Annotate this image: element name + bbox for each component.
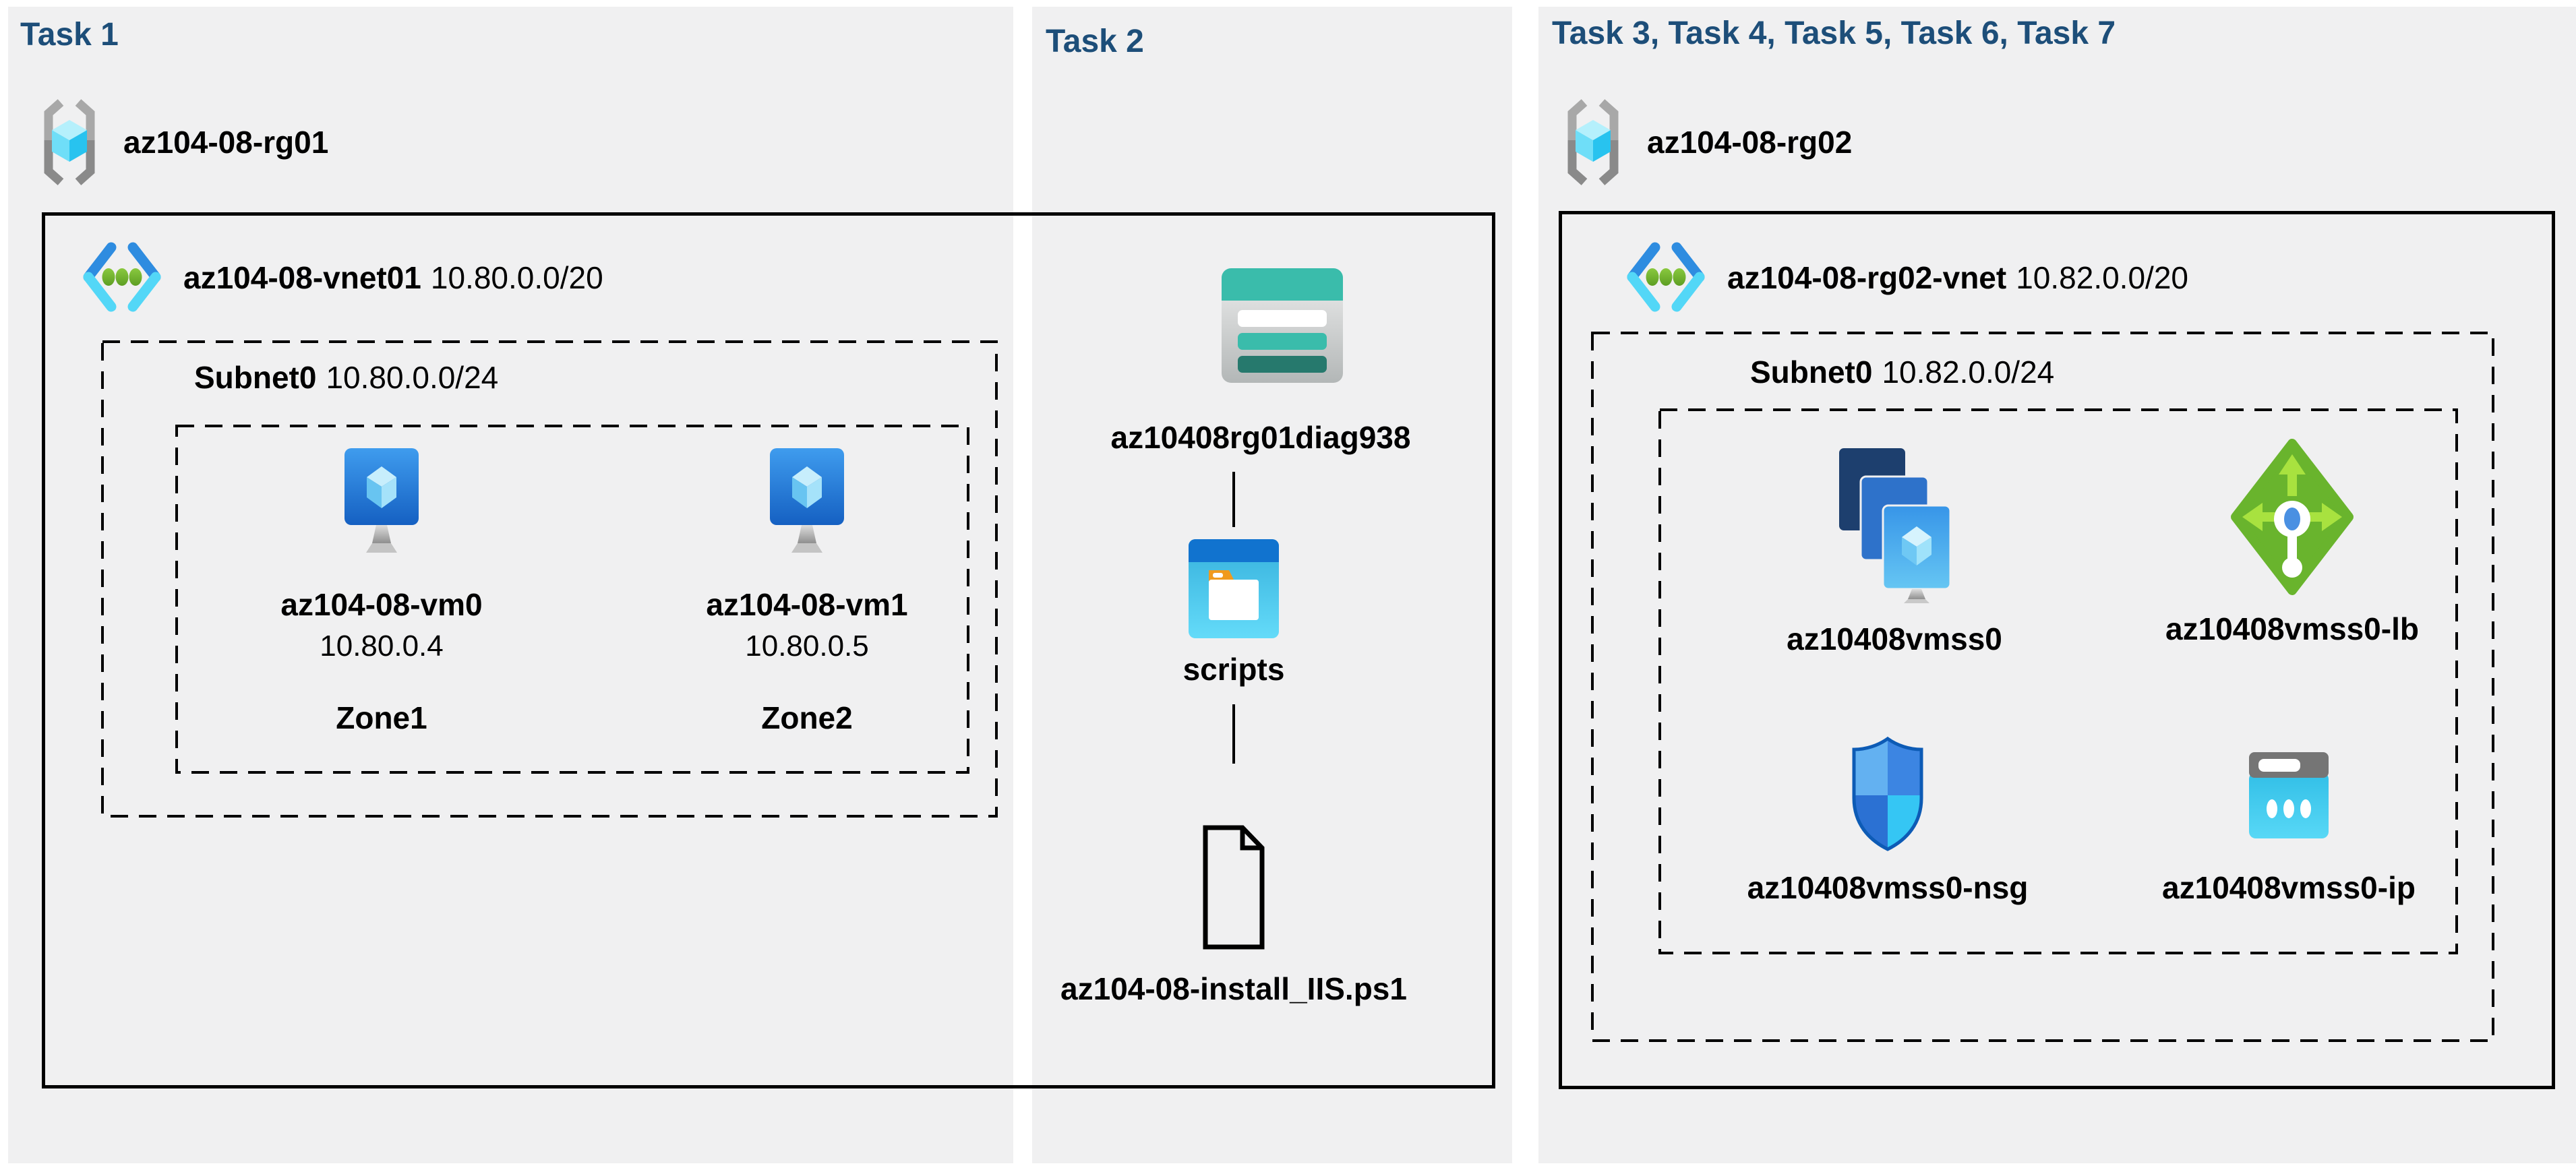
virtual-network-icon — [83, 242, 161, 312]
vnet01-boundary-box — [42, 212, 1495, 1088]
nsg-name: az10408vmss0-nsg — [1747, 870, 2029, 905]
vmss-name: az10408vmss0 — [1787, 621, 2002, 656]
vnet-cidr: 10.82.0.0/20 — [2016, 260, 2188, 295]
public-ip-item: az10408vmss0-ip — [2087, 752, 2491, 906]
vm-scale-set-icon — [1838, 447, 1951, 603]
vm-name: az104-08-vm1 — [706, 587, 908, 622]
load-balancer-name: az10408vmss0-lb — [2165, 611, 2419, 646]
network-security-group-icon — [1852, 736, 1923, 851]
connector-line — [1232, 472, 1235, 527]
resource-group-dashed-box — [1658, 408, 2458, 954]
nsg-item: az10408vmss0-nsg — [1685, 736, 2090, 906]
vnet-name: az104-08-vnet01 — [183, 260, 421, 295]
connector-line — [1232, 704, 1235, 764]
public-ip-name: az10408vmss0-ip — [2162, 870, 2416, 905]
panel-task-1 — [8, 7, 1013, 1163]
vm-item: az104-08-vm1 10.80.0.5 Zone2 — [652, 448, 962, 736]
vnet02-boundary-box — [1559, 211, 2555, 1089]
task-3-7-title: Task 3, Task 4, Task 5, Task 6, Task 7 — [1552, 16, 2116, 51]
subnet-label: Subnet0 10.80.0.0/24 — [194, 359, 498, 396]
vnet-label: az104-08-vnet01 10.80.0.0/20 — [183, 259, 603, 296]
vm-zone: Zone2 — [761, 700, 853, 735]
subnet-dashed-box — [101, 340, 998, 818]
vm-item: az104-08-vm0 10.80.0.4 Zone1 — [227, 448, 537, 736]
vm-zone: Zone1 — [336, 700, 427, 735]
subnet-cidr: 10.80.0.0/24 — [326, 360, 499, 395]
subnet-label: Subnet0 10.82.0.0/24 — [1750, 354, 2054, 390]
vm-ip: 10.80.0.5 — [745, 630, 869, 663]
virtual-network-icon — [1627, 242, 1705, 312]
container-name: scripts — [1182, 652, 1285, 687]
storage-account-icon — [1222, 268, 1343, 383]
subnet-name: Subnet0 — [194, 360, 317, 395]
load-balancer-icon — [2231, 439, 2354, 595]
vnet-label: az104-08-rg02-vnet 10.82.0.0/20 — [1727, 259, 2188, 296]
blob-container-icon — [1189, 539, 1279, 638]
vm-group-dashed-box — [175, 425, 969, 774]
resource-group-icon — [44, 99, 95, 185]
public-ip-icon — [2249, 752, 2329, 838]
task-2-title: Task 2 — [1046, 24, 1144, 59]
subnet-name: Subnet0 — [1750, 355, 1873, 390]
vmss-item: az10408vmss0 — [1692, 447, 2097, 657]
resource-group-name: az104-08-rg02 — [1647, 125, 1853, 160]
load-balancer-item: az10408vmss0-lb — [2090, 438, 2494, 647]
script-file-icon — [1203, 825, 1265, 950]
virtual-machine-icon — [345, 448, 419, 553]
resource-group-icon — [1567, 99, 1619, 185]
vm-name: az104-08-vm0 — [280, 587, 483, 622]
vnet-name: az104-08-rg02-vnet — [1727, 260, 2007, 295]
storage-account-name: az10408rg01diag938 — [1110, 420, 1411, 455]
task-1-title: Task 1 — [20, 17, 119, 53]
resource-group-name: az104-08-rg01 — [123, 125, 329, 160]
vnet-cidr: 10.80.0.0/20 — [430, 260, 603, 295]
subnet-cidr: 10.82.0.0/24 — [1882, 355, 2055, 390]
script-file-name: az104-08-install_IIS.ps1 — [1060, 971, 1407, 1006]
subnet-dashed-box — [1591, 332, 2494, 1042]
panel-task-3-7 — [1538, 7, 2576, 1163]
vm-ip: 10.80.0.4 — [320, 630, 444, 663]
virtual-machine-icon — [770, 448, 844, 553]
